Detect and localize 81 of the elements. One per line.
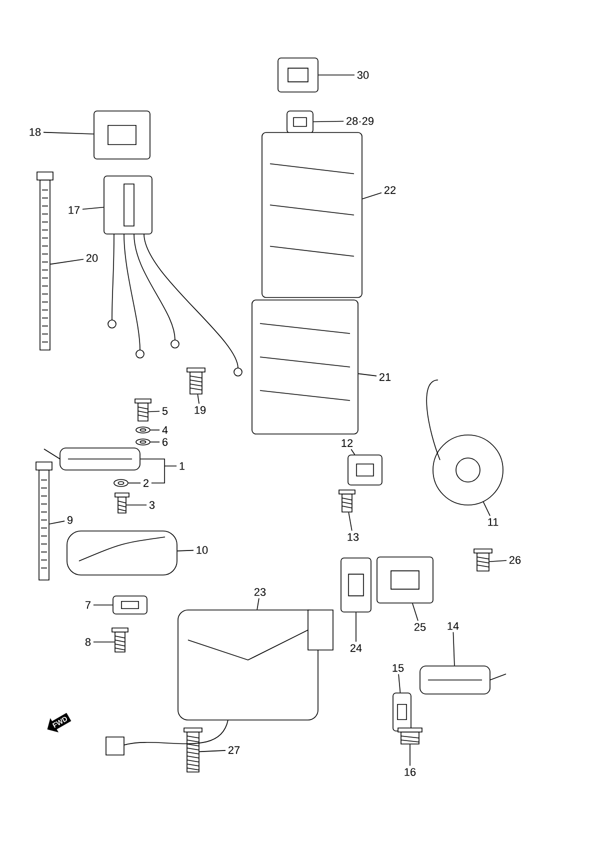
callout-number: 25 <box>414 623 426 631</box>
ecu-drawing <box>252 300 358 434</box>
callout-number: 4 <box>162 426 168 434</box>
callout-number: 23 <box>254 588 266 596</box>
leader-line <box>128 482 141 484</box>
bolt-drawing <box>474 548 492 572</box>
bolt-drawing <box>112 628 128 652</box>
leader-line <box>482 502 490 516</box>
callout-number: 21 <box>379 373 391 381</box>
callout-number: 20 <box>86 254 98 262</box>
bolt-drawing <box>184 728 202 772</box>
clamp-drawing <box>348 454 382 486</box>
leader-line <box>350 448 356 455</box>
callout-number: 22 <box>384 186 396 194</box>
callout-number: 13 <box>348 533 359 541</box>
callout-number: 9 <box>67 516 73 524</box>
bolt-drawing <box>338 490 356 512</box>
callout-number: 7 <box>86 601 90 609</box>
callout-number: 30 <box>357 71 369 79</box>
leader-line <box>452 632 455 666</box>
seal-drawing <box>340 558 372 612</box>
callout-number: 28·29 <box>346 117 374 125</box>
callout-number: 18 <box>30 128 41 136</box>
sensor-drawing <box>44 448 140 470</box>
washer-drawing <box>136 438 150 446</box>
leader-line <box>148 410 160 412</box>
bolt-drawing <box>398 728 422 744</box>
relay-drawing <box>278 58 318 92</box>
leader-line <box>412 603 418 622</box>
callout-number: 27 <box>228 746 240 754</box>
callout-number: 15 <box>392 664 404 672</box>
connector-drawing <box>420 666 506 694</box>
leader-line <box>177 550 194 552</box>
leader-line <box>256 598 260 610</box>
leader-line <box>199 750 226 752</box>
leader-line <box>126 504 147 506</box>
leader-line <box>358 373 377 376</box>
bracket-drawing <box>376 556 434 604</box>
leader-line <box>362 192 382 200</box>
cable-tie-drawing <box>36 462 52 580</box>
callout-number: 24 <box>350 644 362 652</box>
pin-drawing <box>114 492 130 514</box>
callout-number: 3 <box>149 501 155 509</box>
callout-number: 11 <box>488 518 498 526</box>
callout-number: 6 <box>162 438 168 446</box>
leader-line <box>348 512 352 532</box>
callout-number: 14 <box>448 622 459 630</box>
bolt-drawing <box>134 398 152 422</box>
callout-number: 5 <box>162 407 168 415</box>
callout-number: 26 <box>509 556 521 564</box>
leader-line <box>49 520 65 524</box>
leader-line <box>318 74 355 76</box>
leader-line <box>489 560 507 562</box>
relay-drawing <box>286 110 314 134</box>
cdi-unit-drawing <box>104 176 242 376</box>
callout-number: 2 <box>144 479 148 487</box>
leader-line <box>197 394 200 404</box>
rubber-boot-drawing <box>94 110 150 160</box>
washer-drawing <box>114 479 128 487</box>
sensor-drawing <box>112 596 148 614</box>
ecu-cover-drawing <box>262 132 362 298</box>
leader-line <box>398 674 401 693</box>
leader-line <box>140 458 177 484</box>
leader-line <box>43 132 94 134</box>
leader-line <box>50 258 84 265</box>
cable-tie-drawing <box>36 172 54 350</box>
leader-line <box>93 604 113 606</box>
callout-number: 19 <box>194 406 206 414</box>
callout-number: 17 <box>68 206 80 214</box>
connector-drawing <box>426 380 504 506</box>
callout-number: 12 <box>342 439 353 447</box>
bolt-drawing <box>186 368 206 394</box>
leader-line <box>82 206 104 210</box>
actuator-drawing <box>178 610 334 720</box>
callout-number: 10 <box>196 546 208 554</box>
callout-number: 8 <box>85 638 91 646</box>
callout-number: 16 <box>404 768 416 776</box>
leader-line <box>313 120 344 122</box>
washer-drawing <box>136 426 150 434</box>
callout-number: 1 <box>180 462 185 470</box>
cover-drawing <box>66 530 178 576</box>
